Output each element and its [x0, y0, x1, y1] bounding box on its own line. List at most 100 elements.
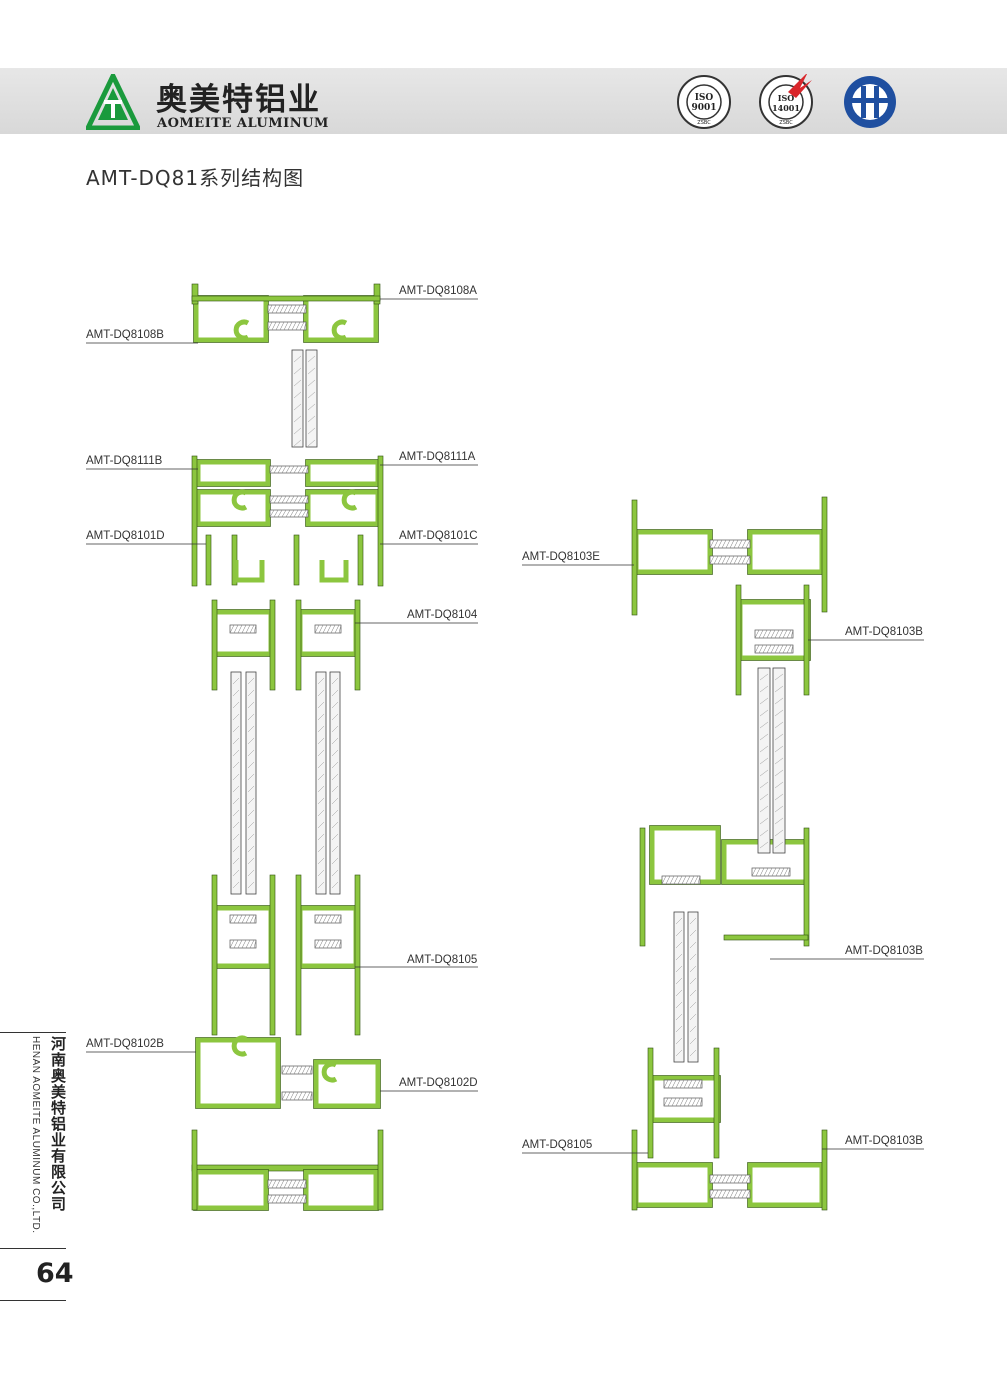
glass-hatch	[675, 989, 683, 997]
hatch-line	[297, 465, 303, 474]
glass-hatch	[232, 833, 240, 841]
profile-outline	[747, 1162, 825, 1208]
profile-chamber	[195, 459, 271, 487]
hatch-line	[279, 1194, 285, 1204]
hatch-line	[271, 1179, 277, 1189]
hatch-line	[305, 465, 309, 474]
hatch-line	[729, 555, 735, 565]
glass-hatch	[759, 769, 769, 777]
glass-hatch	[317, 797, 325, 805]
label-dq8111b: AMT-DQ8111B	[86, 455, 163, 467]
glass-hatch	[689, 965, 697, 973]
profile-web	[354, 874, 361, 1036]
glass-hatch	[317, 833, 325, 841]
hatch-line	[269, 465, 275, 474]
hatch-line	[285, 1065, 291, 1075]
glass-hatch	[317, 737, 325, 745]
brand-name-en: AOMEITE ALUMINUM	[157, 116, 329, 131]
hatch-line	[683, 1097, 689, 1107]
hatch-line	[675, 1097, 681, 1107]
glass-hatch	[331, 689, 339, 697]
glass-hatch	[774, 709, 784, 717]
page-number: 64	[36, 1258, 74, 1289]
hatch-line	[303, 1179, 307, 1189]
glass-hatch	[759, 829, 769, 837]
svg-text:ZSBC: ZSBC	[697, 120, 711, 126]
hatch-line	[766, 644, 772, 654]
hatch-line	[301, 509, 307, 518]
profile-web	[269, 874, 276, 1036]
hatch-line	[691, 1097, 697, 1107]
glass-hatch	[232, 749, 240, 757]
label-dq8102b: AMT-DQ8102B	[86, 1038, 164, 1050]
iso-14001-badge-icon: ISO 14001 ZSBC	[759, 74, 813, 129]
hatch-line	[283, 1179, 289, 1189]
hatch-line	[663, 1097, 669, 1107]
hatch-line	[273, 495, 279, 504]
hatch-line	[667, 1097, 673, 1107]
glass-hatch	[759, 685, 769, 693]
glass-hatch	[331, 701, 339, 709]
hatch-line	[685, 875, 691, 885]
glass-hatch	[774, 793, 784, 801]
glass-hatch	[774, 817, 784, 825]
hatch-line	[267, 1194, 273, 1204]
profile-outline	[633, 1162, 713, 1208]
glass-hatch	[675, 953, 683, 961]
hatch-line	[709, 1174, 715, 1184]
profile-web	[357, 534, 364, 586]
glass-hatch	[232, 845, 240, 853]
glass-hatch	[759, 793, 769, 801]
profile-web	[295, 599, 302, 691]
hatch-line	[277, 495, 283, 504]
hatch-line	[305, 1065, 311, 1075]
hatch-line	[725, 1189, 731, 1199]
glass-hatch	[307, 415, 316, 423]
thermal-break-strip	[751, 867, 791, 877]
glass-hatch	[293, 391, 302, 399]
glass-hatch	[307, 439, 316, 447]
profile-outline	[747, 529, 825, 575]
profile-web	[354, 599, 361, 691]
profile-web	[211, 599, 218, 691]
glass-hatch	[293, 355, 302, 363]
label-dq8108a: AMT-DQ8108A	[399, 285, 477, 297]
hatch-line	[267, 1179, 273, 1189]
profile-web	[293, 534, 300, 586]
glass-hatch	[317, 761, 325, 769]
glass-hatch	[689, 1025, 697, 1033]
hatch-line	[779, 867, 785, 877]
glass-hatch	[759, 709, 769, 717]
hatch-line	[273, 509, 279, 518]
profile-chamber	[193, 295, 269, 343]
hatch-line	[285, 1091, 291, 1101]
hatch-line	[287, 304, 293, 314]
hatch-line	[297, 1091, 303, 1101]
brand-name-cn: 奥美特铝业	[156, 82, 321, 118]
hatch-line	[338, 939, 342, 949]
hatch-line	[322, 624, 328, 634]
glass-hatch	[247, 857, 255, 865]
glass-hatch	[331, 833, 339, 841]
hatch-line	[305, 1091, 311, 1101]
label-dq8101c: AMT-DQ8101C	[399, 530, 478, 542]
profile-outline	[313, 1059, 381, 1109]
profile-web	[191, 295, 381, 302]
hatch-line	[237, 914, 243, 924]
profile-web	[377, 1129, 384, 1211]
glass-hatch	[675, 917, 683, 925]
hatch-line	[783, 867, 789, 877]
glass-hatch	[247, 833, 255, 841]
glass-hatch	[317, 821, 325, 829]
hatch-line	[755, 867, 761, 877]
thermal-break-strip	[314, 914, 342, 924]
hatch-line	[293, 1091, 299, 1101]
glass-hatch	[232, 809, 240, 817]
glass-hatch	[232, 773, 240, 781]
profile-chamber	[649, 825, 721, 885]
hatch-line	[293, 465, 299, 474]
hatch-line	[758, 644, 764, 654]
hatch-line	[741, 1189, 747, 1199]
hatch-line	[790, 629, 794, 639]
glass-hatch	[307, 391, 316, 399]
